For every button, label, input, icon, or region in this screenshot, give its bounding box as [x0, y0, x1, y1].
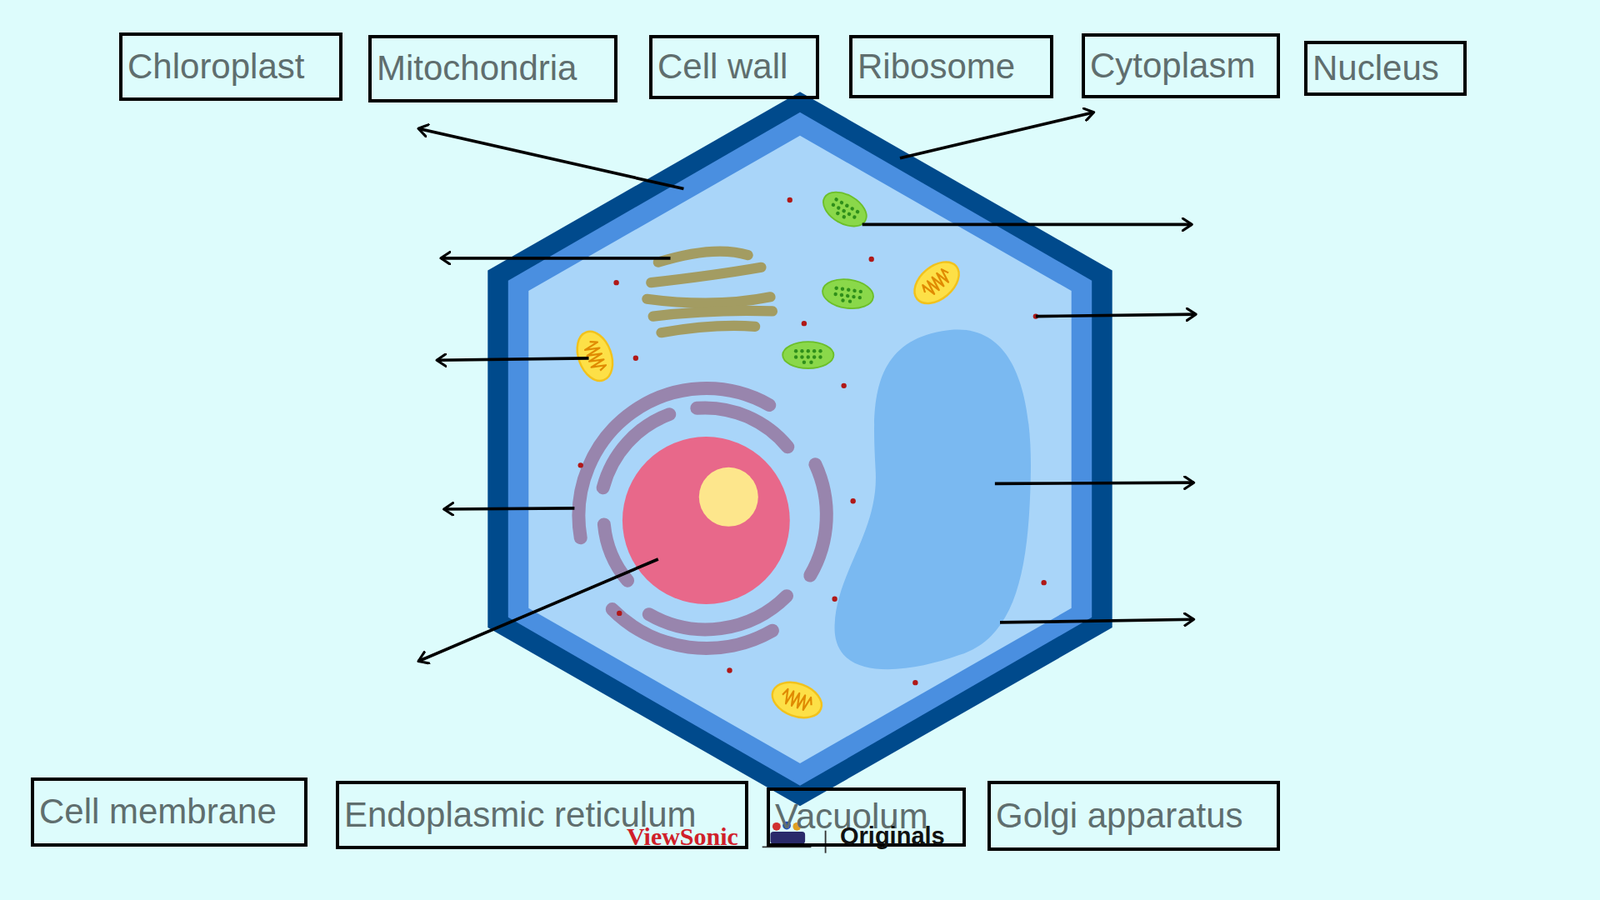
label-box: Mitochondria: [368, 35, 618, 103]
vacuole-shape: [835, 329, 1031, 670]
part-name: Cytoplasm: [1090, 46, 1255, 85]
label-box: Cell membrane: [30, 777, 308, 847]
watermark: Originals: [840, 824, 945, 849]
nucleolus-shape: [699, 467, 759, 527]
label-box: Chloroplast: [119, 32, 343, 101]
label-box: Golgi apparatus: [987, 780, 1280, 851]
ribosome-dots: [578, 197, 1047, 686]
part-name: Mitochondria: [376, 49, 577, 88]
label-box: Cell wall: [649, 35, 820, 100]
part-name: Nucleus: [1312, 49, 1440, 88]
mitochondrion-shape: [570, 253, 967, 724]
label-box: Cytoplasm: [1081, 33, 1280, 99]
watermark: ViewSonic: [626, 824, 739, 850]
part-name: Golgi apparatus: [995, 796, 1244, 835]
chloroplast-shape: [782, 185, 875, 369]
cell-wall-shape: [487, 91, 1112, 806]
part-name: Ribosome: [857, 47, 1015, 86]
part-name: Chloroplast: [127, 47, 305, 86]
leader-arrows: [418, 112, 1196, 662]
cell-membrane-shape: [508, 112, 1092, 786]
cytoplasm-shape: [528, 135, 1071, 764]
part-name: Cell membrane: [39, 792, 277, 831]
label-box: Ribosome: [849, 35, 1054, 99]
part-name: Cell wall: [657, 47, 788, 86]
nucleus-shape: [622, 436, 790, 605]
golgi-shape: [646, 251, 773, 334]
label-box: Nucleus: [1304, 40, 1467, 96]
er-shape: [578, 388, 826, 649]
